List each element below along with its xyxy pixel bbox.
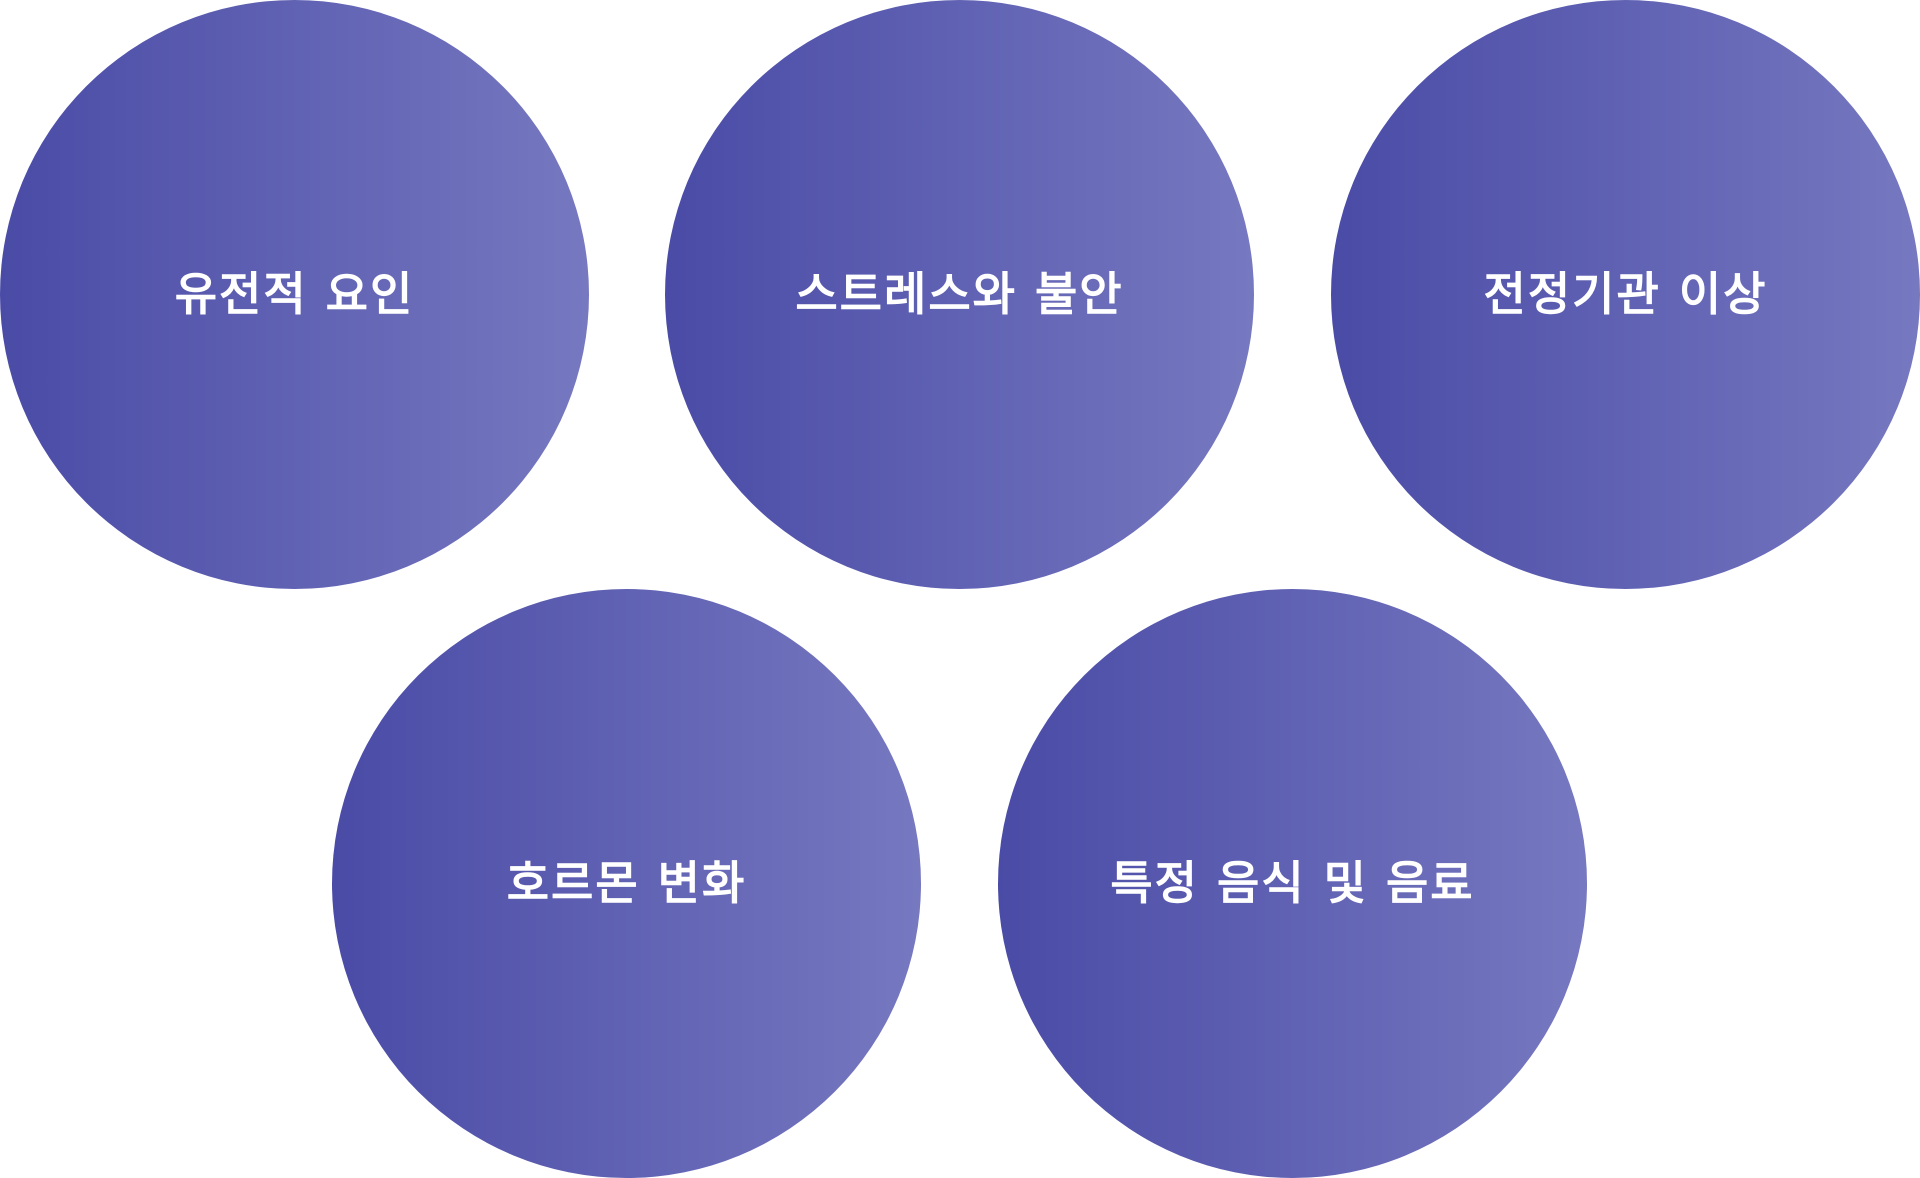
circle-genetic-factors: 유전적 요인 xyxy=(0,0,589,589)
circle-label: 전정기관 이상 xyxy=(1483,266,1768,321)
circle-label: 스트레스와 불안 xyxy=(795,266,1124,321)
circle-label: 특정 음식 및 음료 xyxy=(1110,855,1475,910)
circle-label: 유전적 요인 xyxy=(174,266,415,321)
circle-food-beverage: 특정 음식 및 음료 xyxy=(998,589,1587,1178)
circle-stress-anxiety: 스트레스와 불안 xyxy=(665,0,1254,589)
circle-hormonal-change: 호르몬 변화 xyxy=(332,589,921,1178)
circle-vestibular-disorder: 전정기관 이상 xyxy=(1331,0,1920,589)
circle-label: 호르몬 변화 xyxy=(506,855,747,910)
